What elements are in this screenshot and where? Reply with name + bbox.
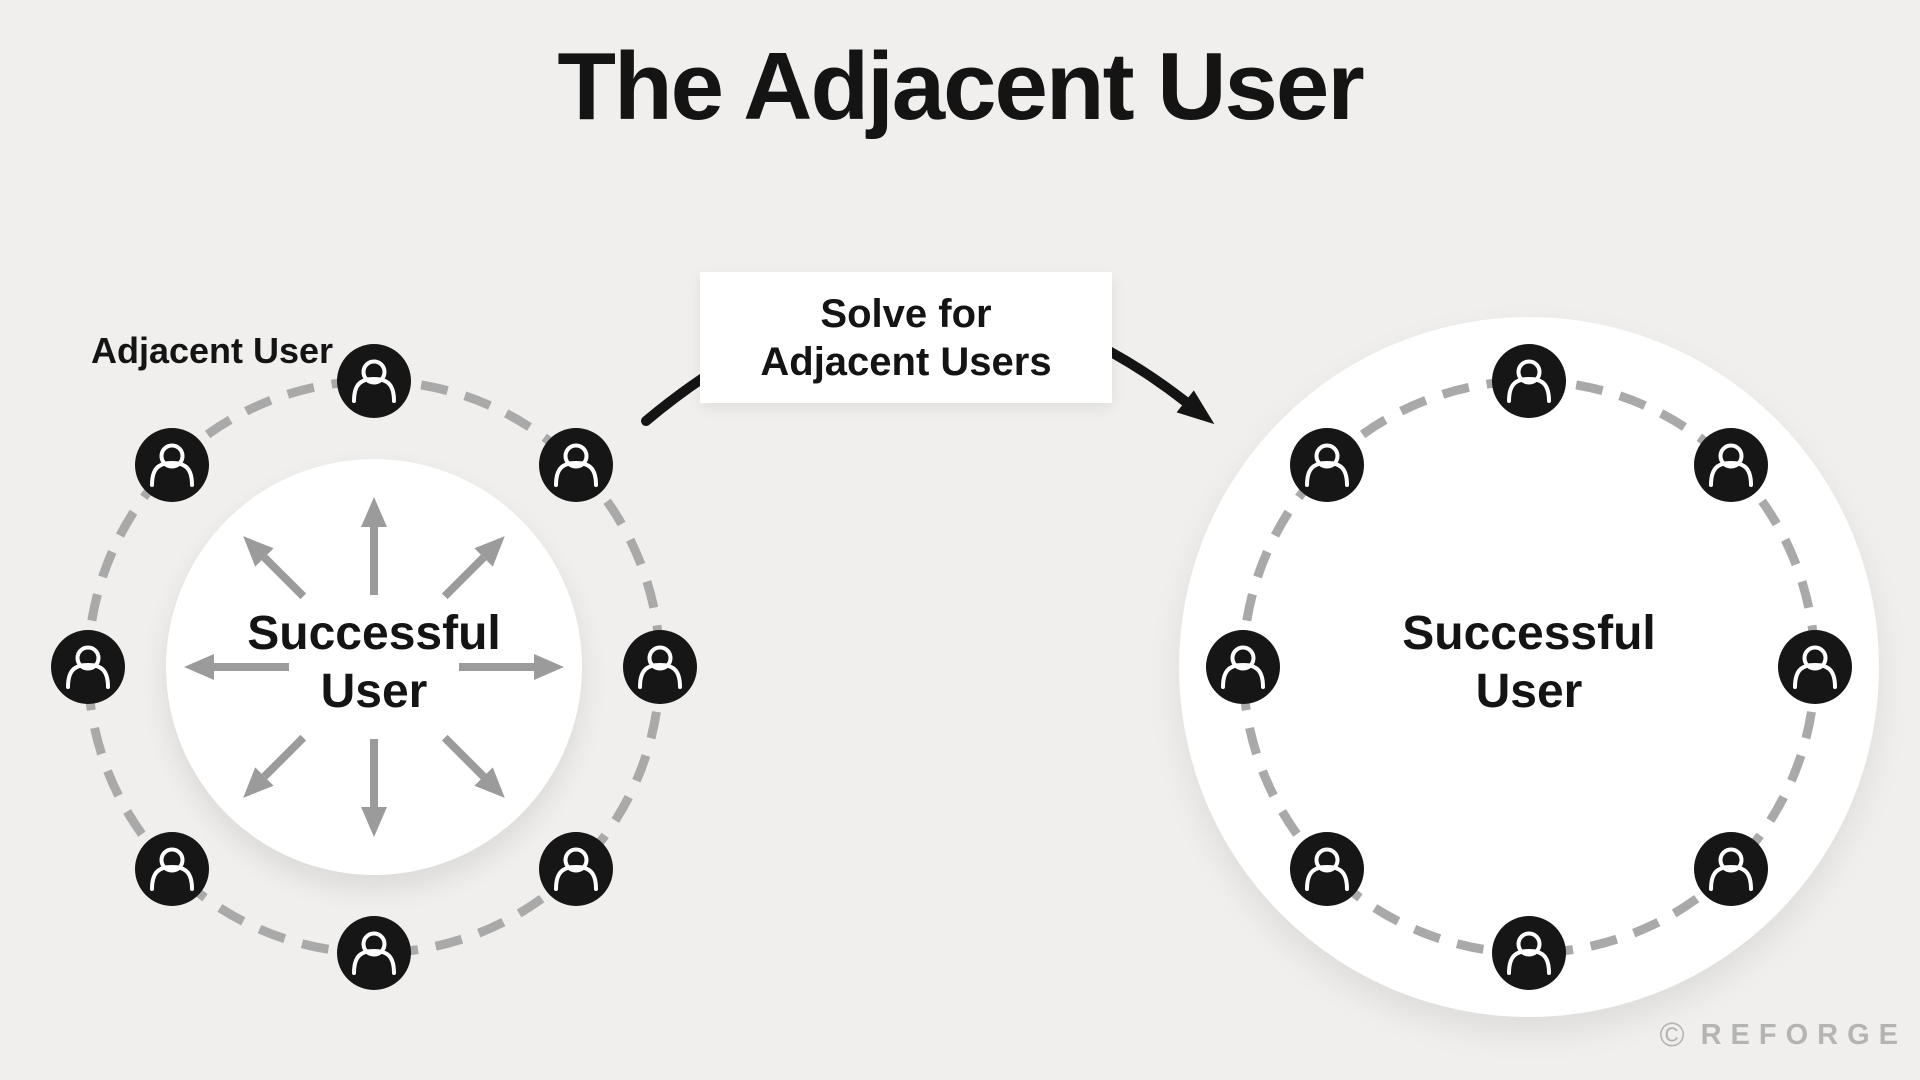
adjacent-user-icon [1492, 916, 1566, 990]
adjacent-user-icon [337, 344, 411, 418]
person-icon [149, 847, 194, 892]
solve-box-line1: Solve for [820, 291, 992, 336]
adjacent-user-icon [623, 630, 697, 704]
person-icon [66, 645, 110, 689]
user-icon-glyph [1778, 630, 1852, 704]
user-icon-glyph [1492, 916, 1566, 990]
person-icon [1709, 847, 1754, 892]
user-icon-glyph [337, 916, 411, 990]
adjacent-user-icon [51, 630, 125, 704]
user-icon-glyph [1289, 832, 1364, 907]
user-icon-glyph [539, 832, 614, 907]
user-icon-glyph [539, 427, 614, 502]
adjacent-user-icon [337, 916, 411, 990]
adjacent-user-icon [1694, 427, 1769, 502]
outward-arrow [243, 734, 307, 798]
adjacent-user-icon [134, 427, 209, 502]
user-icon-glyph [1289, 427, 1364, 502]
person-icon [1507, 359, 1551, 403]
right-center-line2: User [1475, 665, 1583, 718]
person-icon [1304, 443, 1349, 487]
brand-name: REFORGE [1700, 1018, 1907, 1051]
adjacent-user-icon [1778, 630, 1852, 704]
person-icon [1507, 931, 1551, 975]
user-icon-glyph [134, 832, 209, 907]
outward-arrow [441, 536, 505, 600]
person-icon [1221, 645, 1265, 689]
person-icon [638, 645, 682, 689]
user-icon-glyph [1694, 832, 1769, 907]
person-icon [554, 847, 599, 892]
left-center-line2: User [320, 665, 428, 718]
user-icon-glyph [1492, 344, 1566, 418]
user-icon-glyph [1694, 427, 1769, 502]
user-icon-glyph [623, 630, 697, 704]
right-successful-user-circle [1179, 317, 1879, 1017]
adjacent-user-icon [539, 832, 614, 907]
person-icon [1304, 847, 1349, 892]
adjacent-user-icon [539, 427, 614, 502]
person-icon [149, 443, 194, 487]
user-icon-glyph [337, 344, 411, 418]
adjacent-user-icon [1289, 427, 1364, 502]
adjacent-user-icon [1289, 832, 1364, 907]
user-icon-glyph [134, 427, 209, 502]
adjacent-user-icon [134, 832, 209, 907]
page-title: The Adjacent User [557, 33, 1364, 140]
adjacent-user-icon [1694, 832, 1769, 907]
adjacent-user-icon [1492, 344, 1566, 418]
person-icon [352, 359, 396, 403]
outward-growth-arrows [184, 497, 564, 837]
person-icon [1793, 645, 1837, 689]
solve-box: Solve for Adjacent Users [700, 272, 1112, 403]
outward-arrow [243, 536, 307, 600]
adjacent-user-label: Adjacent User [90, 330, 334, 371]
person-icon [1709, 443, 1754, 487]
person-icon [554, 443, 599, 487]
left-center-line1: Successful [247, 607, 501, 660]
solve-box-line2: Adjacent Users [760, 339, 1052, 384]
outward-arrow [441, 734, 505, 798]
brand-footer: © REFORGE [1660, 1018, 1898, 1052]
right-successful-user-label: Successful User [1329, 605, 1729, 721]
adjacent-user-icon [1206, 630, 1280, 704]
right-center-line1: Successful [1402, 607, 1656, 660]
user-icon-glyph [1206, 630, 1280, 704]
left-successful-user-label: Successful User [174, 605, 574, 721]
copyright-icon: © [1659, 1016, 1685, 1054]
person-icon [352, 931, 396, 975]
user-icon-glyph [51, 630, 125, 704]
